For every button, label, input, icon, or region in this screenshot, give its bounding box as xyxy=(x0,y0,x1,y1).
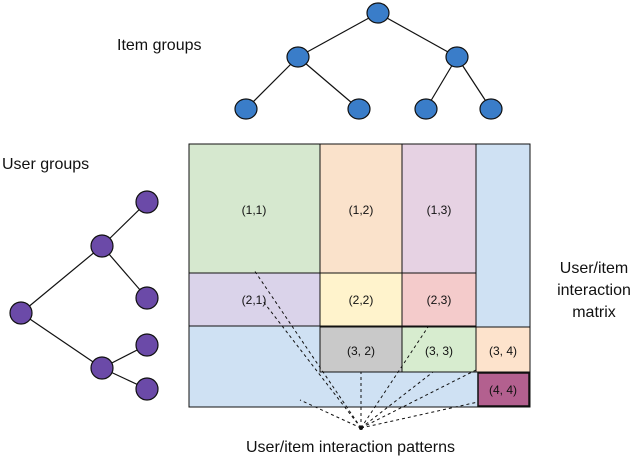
user-node-leaf-3 xyxy=(135,333,159,357)
block-3-4-text: (3, 4) xyxy=(489,344,517,358)
block-2-2: (2,2) xyxy=(319,272,403,327)
user-node-leaf-4 xyxy=(135,377,159,401)
block-1-2: (1,2) xyxy=(319,143,403,274)
block-2-1-rect xyxy=(188,272,321,327)
block-1-1-text: (1,1) xyxy=(242,203,267,217)
block-3-2-text: (3, 2) xyxy=(347,344,375,358)
block-3-2: (3, 2) xyxy=(319,326,403,373)
user-node-leaf-2 xyxy=(135,286,159,310)
block-1-3-text: (1,3) xyxy=(427,203,452,217)
user-tree-nodes xyxy=(9,190,159,401)
item-node-group-1 xyxy=(286,46,310,68)
item-node-leaf-3 xyxy=(414,98,438,120)
block-3-3-text: (3, 3) xyxy=(425,344,453,358)
pattern-origin-point xyxy=(359,426,363,430)
block-1-3: (1,3) xyxy=(401,143,477,274)
block-2-2-rect xyxy=(319,272,403,327)
matrix-label: User/item interaction matrix xyxy=(551,258,637,324)
matrix-label-line2: interaction xyxy=(557,282,631,299)
item-node-group-2 xyxy=(445,46,469,68)
block-2-1: (2,1) xyxy=(188,272,321,327)
item-node-root xyxy=(366,2,390,24)
user-groups-label: User groups xyxy=(2,156,90,173)
block-2-3-text: (2,3) xyxy=(427,293,452,307)
block-1-1: (1,1) xyxy=(188,143,321,274)
block-3-3-rect xyxy=(401,326,477,373)
user-node-group-2 xyxy=(90,356,114,380)
user-node-group-1 xyxy=(90,234,114,258)
block-1-2-text: (1,2) xyxy=(349,203,374,217)
block-3-2-rect xyxy=(319,326,403,373)
block-3-3: (3, 3) xyxy=(401,326,477,373)
block-4-4-rect xyxy=(477,372,530,407)
block-3-4-rect xyxy=(475,326,531,373)
block-2-3-rect xyxy=(401,272,477,327)
pattern-lines xyxy=(253,269,479,429)
item-node-leaf-1 xyxy=(234,98,258,120)
block-2-3: (2,3) xyxy=(401,272,477,327)
matrix-label-line3: matrix xyxy=(572,304,616,321)
user-tree-edges xyxy=(20,201,148,390)
block-2-1-text: (2,1) xyxy=(242,293,267,307)
block-1-3-rect xyxy=(401,143,477,274)
patterns-label: User/item interaction patterns xyxy=(246,439,455,456)
item-node-leaf-4 xyxy=(479,98,503,120)
user-node-root xyxy=(9,301,33,325)
item-node-leaf-2 xyxy=(347,98,371,120)
block-1-2-rect xyxy=(319,143,403,274)
block-3-4: (3, 4) xyxy=(475,326,531,373)
matrix-label-line1: User/item xyxy=(559,260,629,277)
user-node-leaf-1 xyxy=(135,190,159,214)
block-2-2-text: (2,2) xyxy=(349,293,374,307)
item-groups-label: Item groups xyxy=(117,37,202,54)
block-4-4-text: (4, 4) xyxy=(489,383,517,397)
block-4-4: (4, 4) xyxy=(477,372,530,407)
item-tree-nodes xyxy=(234,2,503,120)
